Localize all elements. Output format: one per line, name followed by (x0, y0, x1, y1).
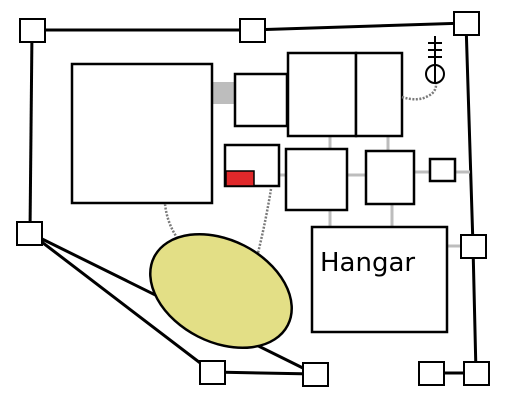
red-block[interactable] (225, 170, 255, 187)
pond-area[interactable] (131, 212, 311, 371)
boundary-handle[interactable] (239, 18, 266, 43)
boundary-handle[interactable] (16, 221, 43, 246)
boundary-handle[interactable] (460, 234, 487, 259)
square-building[interactable] (284, 147, 349, 212)
tiny-building[interactable] (428, 157, 457, 183)
wire-right (256, 188, 273, 254)
wire-left (163, 203, 178, 237)
connector-lines (280, 136, 470, 248)
anchor-cross-symbol-icon (425, 36, 445, 84)
hangar-label: Hangar (320, 248, 415, 278)
square-building-small[interactable] (364, 149, 416, 206)
boundary-handle[interactable] (463, 361, 490, 386)
site-boundary-left (28, 29, 34, 234)
boundary-handle[interactable] (302, 362, 329, 387)
connector-bridge (212, 82, 236, 104)
small-building-annex[interactable] (233, 72, 289, 128)
large-building[interactable] (70, 62, 214, 205)
boundary-handle[interactable] (453, 11, 480, 36)
building-block-left[interactable] (286, 51, 358, 138)
boundary-handle[interactable] (19, 18, 46, 43)
wire-to-symbol (401, 81, 438, 101)
building-block-right[interactable] (354, 51, 404, 138)
boundary-handle[interactable] (199, 360, 226, 385)
hangar-building[interactable] (310, 225, 449, 334)
boundary-handle[interactable] (418, 361, 445, 386)
